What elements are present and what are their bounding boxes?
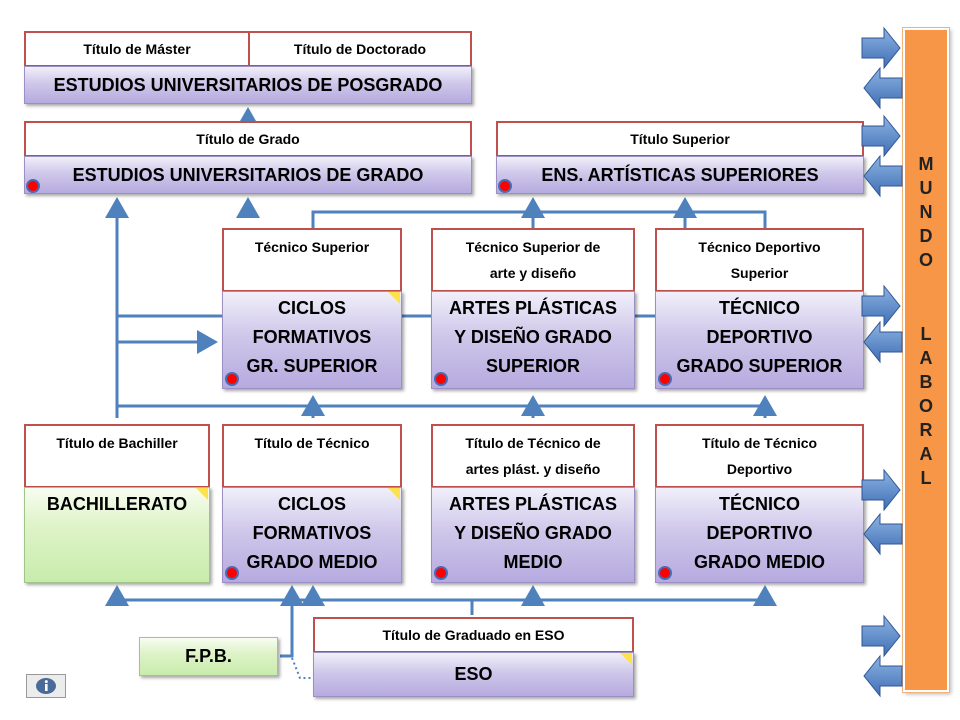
stage-grado[interactable]: ESTUDIOS UNIVERSITARIOS DE GRADO (24, 156, 472, 194)
red-dot[interactable] (225, 372, 239, 386)
arrow-right-icon (861, 468, 901, 512)
stage-fpb[interactable]: F.P.B. (139, 637, 278, 676)
stage-ens-artisticas[interactable]: ENS. ARTÍSTICAS SUPERIORES (496, 156, 864, 194)
red-dot[interactable] (225, 566, 239, 580)
titulo-doctorado: Título de Doctorado (248, 31, 472, 67)
mundo-letter: L (920, 324, 932, 344)
mundo-letter: B (919, 372, 933, 392)
stage-posgrado[interactable]: ESTUDIOS UNIVERSITARIOS DE POSGRADO (24, 66, 472, 104)
red-dot[interactable] (434, 372, 448, 386)
stage-eso[interactable]: ESO (313, 652, 634, 697)
arrow-left-icon (863, 320, 903, 364)
stage-bachillerato[interactable]: BACHILLERATO (24, 487, 210, 583)
arrow-right-icon (861, 614, 901, 658)
red-dot[interactable] (26, 179, 40, 193)
titulo-tecnico: Título de Técnico (222, 424, 402, 488)
red-dot[interactable] (658, 566, 672, 580)
arrow-right-icon (861, 284, 901, 328)
arrow-left-icon (863, 654, 903, 698)
titulo-superior: Título Superior (496, 121, 864, 157)
titulo-bachiller: Título de Bachiller (24, 424, 210, 488)
arrow-right-icon (861, 26, 901, 70)
mundo-letter: U (919, 178, 933, 198)
mundo-laboral-bar: M U N D O L A B O R A L (903, 28, 949, 692)
info-button[interactable] (26, 674, 66, 698)
arrow-left-icon (863, 512, 903, 556)
page-fold (388, 292, 400, 304)
mundo-letter: L (920, 468, 932, 488)
mundo-letter: A (919, 348, 933, 368)
mundo-letter: O (918, 250, 933, 270)
titulo-graduado-eso: Título de Graduado en ESO (313, 617, 634, 653)
titulo-grado: Título de Grado (24, 121, 472, 157)
red-dot[interactable] (434, 566, 448, 580)
arrow-right-icon (861, 114, 901, 158)
mundo-letter: R (919, 420, 933, 440)
page-fold (196, 488, 208, 500)
info-icon (36, 678, 56, 694)
titulo-master: Título de Máster (24, 31, 250, 67)
titulo-tecnico-superior: Técnico Superior (222, 228, 402, 292)
red-dot[interactable] (658, 372, 672, 386)
red-dot[interactable] (498, 179, 512, 193)
page-fold (388, 488, 400, 500)
mundo-letter: A (919, 444, 933, 464)
side-arrows (861, 26, 903, 698)
arrow-left-icon (863, 154, 903, 198)
mundo-letter: O (918, 396, 933, 416)
mundo-letter: D (919, 226, 933, 246)
mundo-letter: N (919, 202, 933, 222)
page-fold (620, 653, 632, 665)
mundo-letter: M (918, 154, 934, 174)
arrow-left-icon (863, 66, 903, 110)
